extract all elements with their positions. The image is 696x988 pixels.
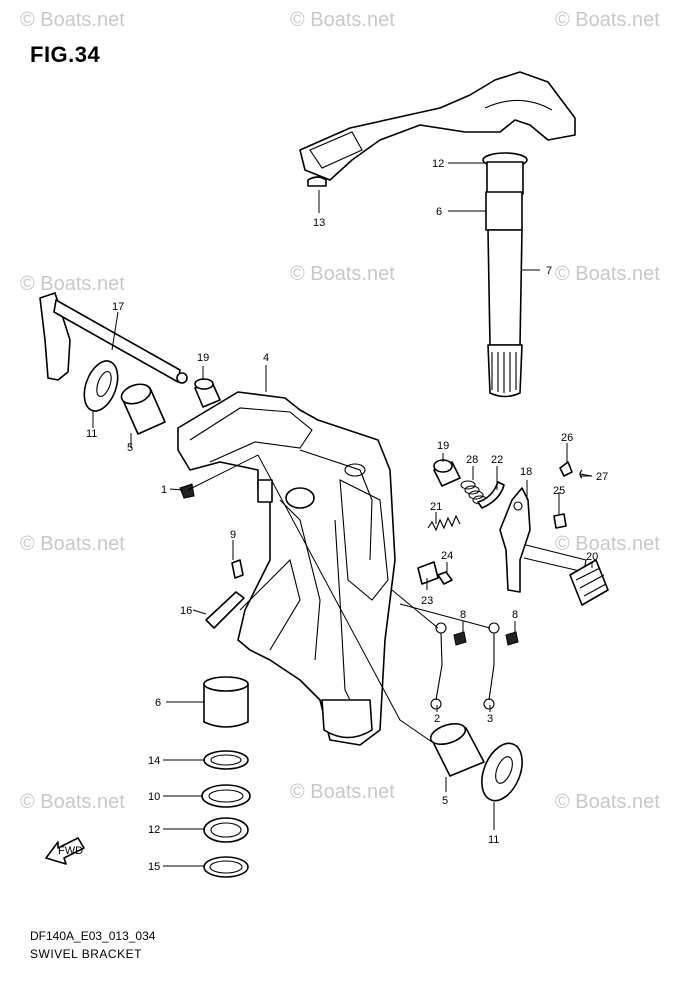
watermark: © Boats.net <box>20 533 125 555</box>
diagram-name: SWIVEL BRACKET <box>30 947 142 961</box>
part-circlip-15 <box>203 856 249 878</box>
watermark: © Boats.net <box>20 273 125 295</box>
part-bush-5-right <box>429 722 485 777</box>
diagram-code: DF140A_E03_013_034 <box>30 929 156 943</box>
part-washer-14 <box>203 750 249 770</box>
callout: 11 <box>488 834 499 846</box>
callout: 12 <box>432 158 444 170</box>
part-link-16 <box>205 591 245 629</box>
callout: 15 <box>148 861 160 873</box>
part-wire-3 <box>483 622 500 710</box>
leader-lines <box>92 162 593 867</box>
part-washer-11-left <box>83 360 119 412</box>
callout: 19 <box>437 440 449 452</box>
callout: 12 <box>148 824 160 836</box>
part-swivel-bracket <box>177 391 396 746</box>
callout: 5 <box>442 795 448 807</box>
callout: 10 <box>148 791 160 803</box>
part-spring-28 <box>460 480 488 505</box>
callout: 9 <box>230 529 236 541</box>
callout: 2 <box>434 713 440 725</box>
callout: 8 <box>512 609 518 621</box>
callout: 26 <box>561 432 573 444</box>
callout: 1 <box>161 484 167 496</box>
callouts: 12 6 13 7 17 19 4 11 5 1 19 28 22 26 27 … <box>86 158 608 873</box>
callout: 20 <box>586 551 598 563</box>
part-bolt-8 <box>453 631 467 646</box>
callout: 5 <box>127 442 133 454</box>
callout: 8 <box>460 609 466 621</box>
callout: 19 <box>197 352 209 364</box>
callout: 24 <box>441 550 453 562</box>
part-bush-5-left <box>120 383 166 435</box>
part-pin-27 <box>579 469 593 479</box>
callout: 25 <box>553 485 565 497</box>
part-bush-19-right <box>433 459 461 487</box>
callout: 11 <box>86 428 97 440</box>
watermark: © Boats.net <box>290 781 395 803</box>
part-spring-21 <box>427 514 461 532</box>
part-bolt-25 <box>553 513 567 529</box>
part-lever-18 <box>499 487 531 593</box>
part-steering-shaft <box>299 71 576 398</box>
callout: 14 <box>148 755 160 767</box>
watermark: © Boats.net <box>290 263 395 285</box>
watermark: © Boats.net <box>555 9 660 31</box>
watermark: © Boats.net <box>20 9 125 31</box>
watermark: © Boats.net <box>290 9 395 31</box>
fwd-arrow-icon: FWD <box>45 837 85 865</box>
part-bolt-24 <box>437 571 453 585</box>
part-washer-10 <box>201 784 251 808</box>
watermarks: © Boats.net © Boats.net © Boats.net © Bo… <box>20 9 660 813</box>
callout: 18 <box>520 466 532 478</box>
part-washer-26 <box>559 461 573 477</box>
part-bush-6-lower <box>203 676 249 728</box>
part-bolt-1 <box>179 483 195 499</box>
watermark: © Boats.net <box>20 791 125 813</box>
callout: 23 <box>421 595 433 607</box>
part-bolt-9 <box>231 559 244 579</box>
part-washer-11-right <box>481 742 523 802</box>
callout: 13 <box>313 217 325 229</box>
part-clip-22 <box>477 481 505 509</box>
callout: 6 <box>155 697 161 709</box>
fig-title: FIG.34 <box>30 42 101 67</box>
callout: 16 <box>180 605 192 617</box>
callout: 27 <box>596 471 608 483</box>
watermark: © Boats.net <box>555 791 660 813</box>
callout: 3 <box>487 713 493 725</box>
fwd-label: FWD <box>58 845 83 857</box>
part-tilt-tube <box>39 292 188 384</box>
part-plate-23 <box>417 561 439 585</box>
callout: 4 <box>263 352 269 364</box>
part-bush-19-top <box>194 378 221 408</box>
part-bolt-8 <box>505 631 519 646</box>
part-plate-20 <box>523 544 609 606</box>
callout: 22 <box>491 454 503 466</box>
callout: 6 <box>436 206 442 218</box>
callout: 7 <box>546 265 552 277</box>
watermark: © Boats.net <box>555 263 660 285</box>
watermark: © Boats.net <box>555 533 660 555</box>
callout: 28 <box>466 454 478 466</box>
callout: 21 <box>430 501 442 513</box>
callout: 17 <box>112 301 124 313</box>
part-washer-12 <box>203 817 249 843</box>
part-wire-2 <box>430 622 447 710</box>
